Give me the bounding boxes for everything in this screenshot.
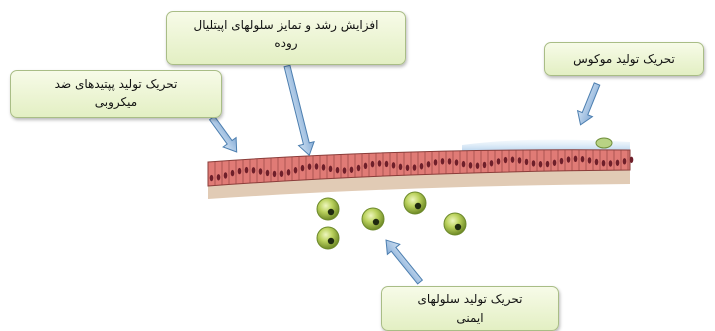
arrow-icon (279, 64, 317, 157)
cell-nucleus (287, 169, 291, 175)
cell-nucleus (294, 167, 298, 173)
cell-nucleus (574, 156, 578, 162)
arrow-icon (206, 113, 244, 156)
cell-nucleus (504, 157, 508, 163)
cell-nucleus (476, 163, 480, 169)
cell-nucleus (224, 172, 228, 178)
cell-nucleus (231, 170, 235, 176)
cell-nucleus (252, 167, 256, 173)
callout-mucus-production-line1: تحریک تولید موکوس (553, 47, 695, 71)
cell-nucleus (217, 174, 221, 180)
callout-immune-cells-line1: تحریک تولید سلولهای (390, 290, 550, 309)
callout-epithelial-growth: افزایش رشد و تمایز سلولهای اپیتلیال روده (166, 11, 406, 65)
bacterium-icon (596, 138, 612, 148)
cell-nucleus (343, 167, 347, 173)
cell-nucleus (420, 163, 424, 169)
cell-nucleus (623, 158, 627, 164)
cell-nucleus (455, 159, 459, 165)
cell-nucleus (588, 157, 592, 163)
immune-cell-icon (362, 208, 384, 230)
callout-immune-cells: تحریک تولید سلولهای ایمنی (381, 286, 559, 331)
cell-nucleus (357, 165, 361, 171)
cell-nucleus (462, 161, 466, 167)
cell-nucleus (490, 160, 494, 166)
cell-nucleus (308, 163, 312, 169)
cell-nucleus (259, 168, 263, 174)
callout-antimicrobial-peptides-line1: تحریک تولید پپتیدهای ضد (19, 75, 213, 93)
cell-nucleus (378, 160, 382, 166)
cell-nucleus (364, 163, 368, 169)
cell-nucleus (280, 171, 284, 177)
cell-nucleus (546, 161, 550, 167)
cell-nucleus (266, 170, 270, 176)
cell-nucleus (273, 171, 277, 177)
cell-nucleus (392, 162, 396, 168)
cell-nucleus (245, 167, 249, 173)
cell-nucleus (602, 160, 606, 166)
arrow-icon (380, 235, 426, 287)
cell-nucleus (581, 156, 585, 162)
cell-nucleus (497, 158, 501, 164)
cell-nucleus (616, 160, 620, 166)
cell-nucleus (434, 159, 438, 165)
callout-epithelial-growth-line2: روده (175, 34, 397, 52)
cell-nucleus (525, 159, 529, 165)
cell-nucleus (511, 156, 515, 162)
cell-nucleus (553, 160, 557, 166)
callout-immune-cells-line2: ایمنی (390, 309, 550, 328)
cell-nucleus (560, 158, 564, 164)
cell-nucleus (609, 160, 613, 166)
callout-mucus-production: تحریک تولید موکوس (544, 42, 704, 76)
cell-nucleus (385, 161, 389, 167)
immune-cell-icon (317, 227, 339, 249)
cell-nucleus (448, 158, 452, 164)
callout-antimicrobial-peptides-line2: میکروبی (19, 93, 213, 111)
cell-nucleus (315, 163, 319, 169)
arrow-icon (573, 81, 604, 128)
immune-cells (317, 192, 466, 249)
immune-cell-icon (317, 198, 339, 220)
cell-nucleus (238, 168, 242, 174)
cell-nucleus (322, 164, 326, 170)
cell-nucleus (518, 157, 522, 163)
cell-nucleus (469, 162, 473, 168)
cell-nucleus (329, 166, 333, 172)
cell-nucleus (539, 161, 543, 167)
immune-cell-icon (404, 192, 426, 214)
cell-nucleus (630, 157, 634, 163)
cell-nucleus (399, 164, 403, 170)
callout-antimicrobial-peptides: تحریک تولید پپتیدهای ضد میکروبی (10, 70, 222, 118)
cell-nucleus (441, 158, 445, 164)
callout-epithelial-growth-line1: افزایش رشد و تمایز سلولهای اپیتلیال (175, 16, 397, 34)
cell-nucleus (532, 160, 536, 166)
cell-nucleus (350, 167, 354, 173)
cell-nucleus (301, 165, 305, 171)
cell-nucleus (406, 165, 410, 171)
cell-nucleus (371, 161, 375, 167)
cell-nucleus (413, 164, 417, 170)
cell-nucleus (336, 167, 340, 173)
cell-nucleus (427, 161, 431, 167)
cell-nucleus (210, 175, 214, 181)
cell-nucleus (567, 156, 571, 162)
cell-nucleus (483, 162, 487, 168)
cell-nucleus (595, 159, 599, 165)
immune-cell-icon (444, 213, 466, 235)
